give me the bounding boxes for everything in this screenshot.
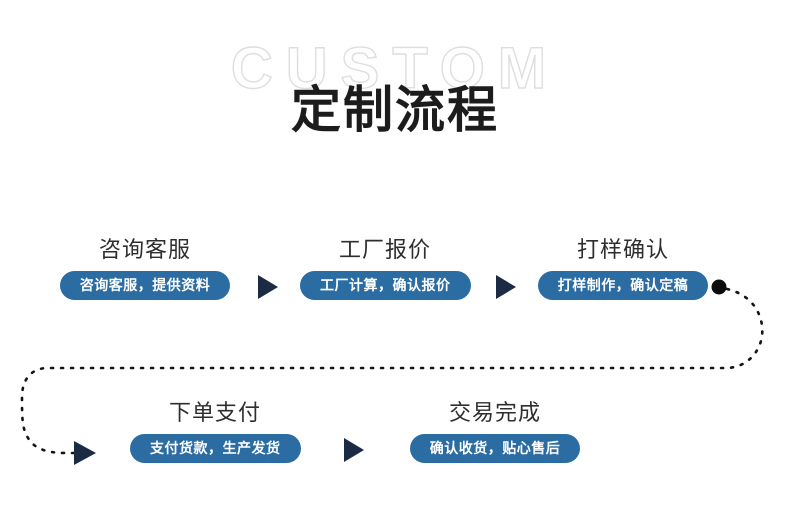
flow-step-3-pill[interactable]: 打样制作，确认定稿	[537, 271, 709, 300]
flow-step-3[interactable]: 打样确认 打样制作，确认定稿	[535, 237, 711, 300]
connector-start-dot	[711, 279, 727, 295]
arrow-step1-to-step2-icon	[258, 275, 278, 299]
flow-step-4-label: 下单支付	[168, 400, 261, 425]
flow-step-1-label: 咨询客服	[98, 237, 191, 262]
flow-step-4-pill[interactable]: 支付货款，生产发货	[130, 434, 301, 463]
flow-step-2-label: 工厂报价	[338, 237, 431, 262]
flow-step-4[interactable]: 下单支付 支付货款，生产发货	[130, 400, 301, 463]
arrow-step4-to-step5-icon	[344, 438, 364, 462]
title-block: CUSTOM 定制流程	[0, 36, 790, 150]
custom-watermark-text: CUSTOM	[230, 36, 560, 101]
flow-step-1-pill[interactable]: 咨询客服，提供资料	[59, 271, 231, 300]
page-title: 定制流程	[291, 82, 499, 138]
flow-step-5-label: 交易完成	[448, 400, 541, 425]
flow-step-3-label: 打样确认	[576, 237, 669, 262]
flow-step-2[interactable]: 工厂报价 工厂计算，确认报价	[300, 237, 471, 300]
flow-step-2-pill[interactable]: 工厂计算，确认报价	[300, 271, 471, 300]
arrow-step2-to-step3-icon	[496, 275, 516, 299]
connector-end-arrow-icon	[74, 441, 96, 465]
flow-step-5[interactable]: 交易完成 确认收货，贴心售后	[409, 400, 581, 463]
flow-step-5-pill[interactable]: 确认收货，贴心售后	[409, 434, 581, 463]
flow-step-1[interactable]: 咨询客服 咨询客服，提供资料	[58, 237, 232, 300]
